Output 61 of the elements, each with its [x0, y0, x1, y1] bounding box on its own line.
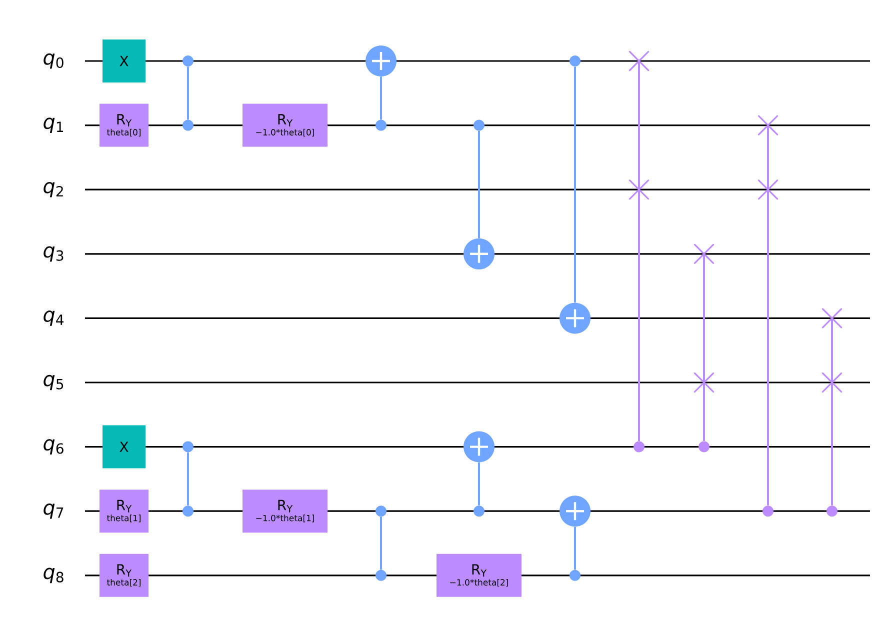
swap-cross	[629, 51, 649, 71]
target-circle	[560, 496, 590, 527]
gate-box: R$_{Y}$ theta[1]	[100, 490, 148, 533]
connector-line	[638, 190, 640, 442]
connector-line	[187, 66, 189, 120]
gate-box: R$_{Y}$ theta[2]	[100, 554, 148, 597]
target-circle	[464, 431, 494, 462]
swap-cross	[822, 308, 842, 328]
connector-line	[703, 254, 705, 382]
control-dot	[182, 56, 194, 66]
connector-line	[574, 66, 576, 302]
swap-cross	[694, 372, 714, 392]
gate-box: X	[102, 425, 146, 468]
qubit-label: q$_{6}$	[44, 439, 64, 454]
gate-box: R$_{Y}$ −1.0*theta[0]	[242, 104, 328, 147]
connector-line	[767, 190, 769, 506]
swap-cross	[758, 180, 778, 200]
connector-line	[380, 516, 382, 570]
qubit-label: q$_{4}$	[44, 310, 64, 326]
control-dot	[474, 506, 484, 517]
swap-cross	[758, 115, 778, 136]
qubit-label: q$_{3}$	[44, 246, 64, 262]
connector-line	[187, 452, 189, 506]
control-dot	[182, 441, 194, 452]
control-dot	[762, 506, 774, 517]
control-dot	[698, 441, 710, 452]
swap-cross	[629, 180, 649, 200]
gate-box: R$_{Y}$ −1.0*theta[2]	[436, 554, 522, 597]
connector-line	[831, 318, 833, 382]
gate-box: R$_{Y}$ −1.0*theta[1]	[242, 490, 328, 533]
control-dot	[570, 56, 580, 66]
connector-line	[380, 76, 382, 120]
control-dot	[570, 570, 580, 581]
swap-cross	[822, 372, 842, 392]
connector-line	[478, 131, 480, 238]
target-circle	[560, 302, 590, 334]
swap-cross	[694, 244, 714, 264]
control-dot	[474, 120, 484, 131]
connector-line	[574, 526, 576, 570]
qubit-label: q$_{0}$	[44, 53, 64, 69]
control-dot	[376, 506, 386, 517]
control-dot	[182, 120, 194, 131]
target-circle	[464, 238, 494, 270]
qubit-label: q$_{5}$	[44, 374, 64, 390]
control-dot	[634, 441, 644, 452]
connector-line	[831, 382, 833, 506]
control-dot	[182, 506, 194, 517]
gate-box: X	[102, 40, 146, 82]
qubit-label: q$_{1}$	[44, 118, 64, 133]
connector-line	[767, 125, 769, 190]
qubit-label: q$_{2}$	[44, 182, 63, 198]
gate-box: R$_{Y}$ theta[0]	[100, 104, 148, 147]
control-dot	[826, 506, 838, 517]
connector-line	[703, 382, 705, 442]
control-dot	[376, 570, 386, 581]
qubit-label: q$_{7}$	[44, 503, 64, 519]
control-dot	[376, 120, 386, 131]
target-circle	[366, 46, 396, 76]
connector-line	[478, 462, 480, 506]
connector-line	[638, 61, 640, 190]
qubit-label: q$_{8}$	[44, 568, 64, 584]
